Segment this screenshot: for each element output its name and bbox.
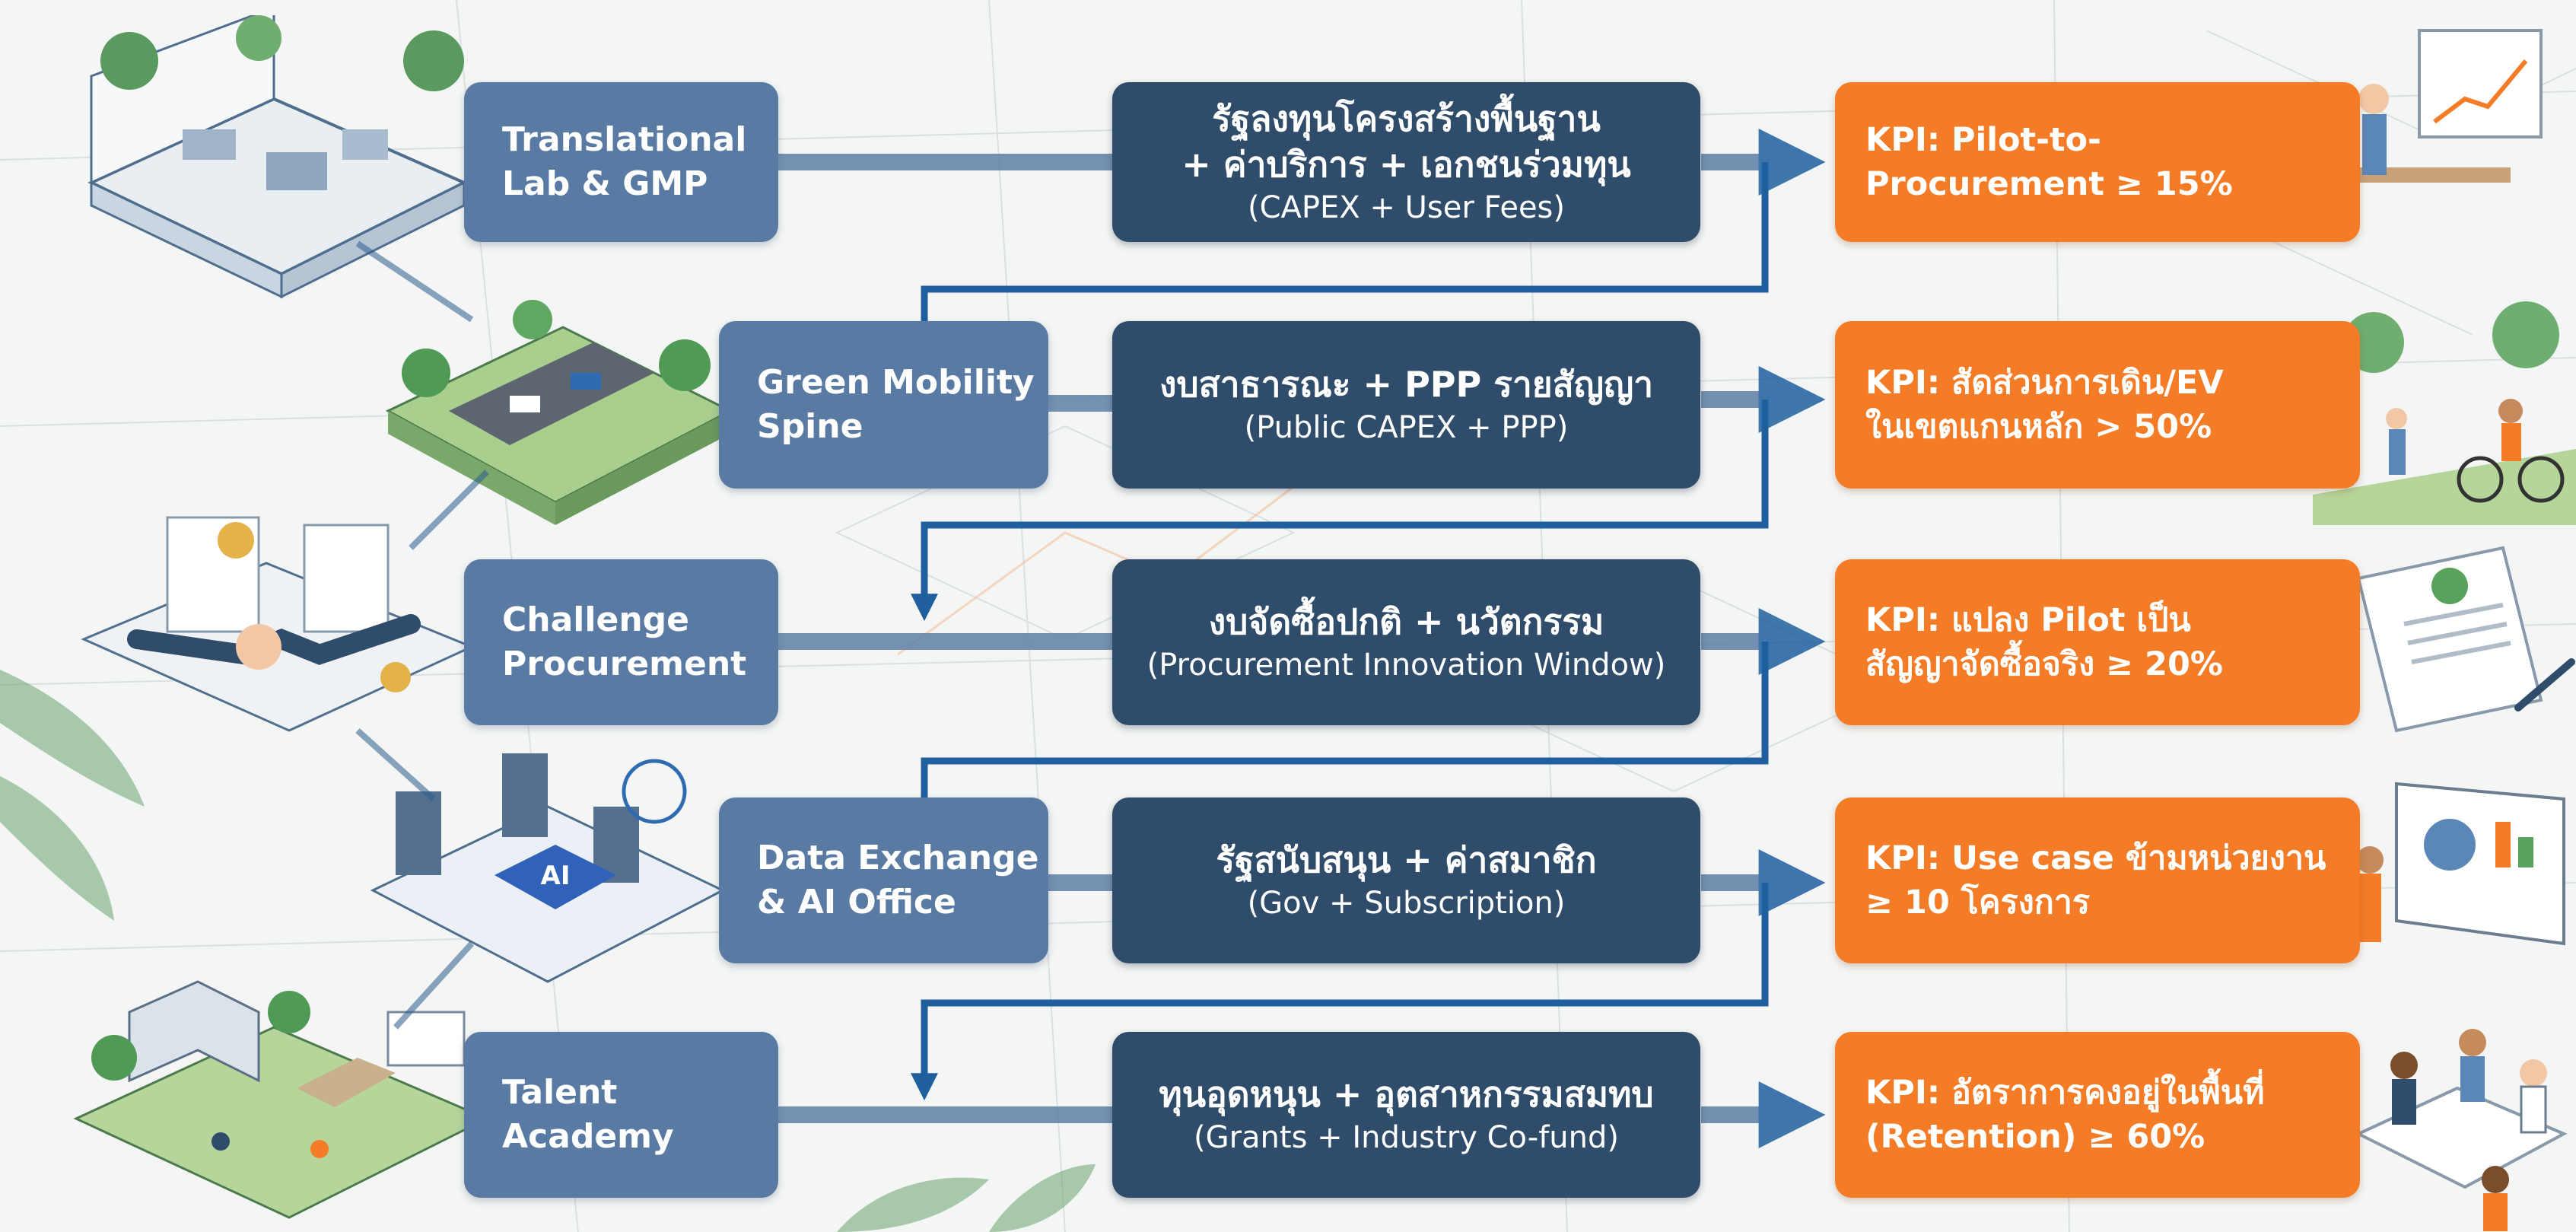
funding-english: (CAPEX + User Fees) <box>1247 190 1565 225</box>
kpi-box-pilot-conversion: KPI: แปลง Pilot เป็น สัญญาจัดซื้อจริง ≥ … <box>1835 559 2360 725</box>
funding-box-talent-academy: ทุนอุดหนุน + อุตสาหกรรมสมทบ (Grants + In… <box>1112 1032 1700 1198</box>
kpi-line-2: ในเขตแกนหลัก > 50% <box>1865 408 2212 446</box>
initiative-box-translational-lab: Translational Lab & GMP <box>464 82 778 242</box>
initiative-line-2: & AI Office <box>757 883 956 922</box>
green-mobility-illustration <box>385 300 733 525</box>
kpi-line-1: KPI: สัดส่วนการเดิน/EV <box>1865 364 2224 402</box>
kpi-line-2: (Retention) ≥ 60% <box>1865 1118 2206 1156</box>
kpi-box-retention: KPI: อัตราการคงอยู่ในพื้นที่ (Retention)… <box>1835 1032 2360 1198</box>
kpi-line-1: KPI: Use case ข้ามหน่วยงาน <box>1865 839 2326 877</box>
funding-thai-line-1: รัฐลงทุนโครงสร้างพื้นฐาน <box>1212 98 1601 139</box>
talent-academy-illustration <box>73 980 490 1219</box>
dashboard-illustration <box>2356 782 2565 946</box>
initiative-line-1: Talent <box>502 1073 618 1112</box>
contract-illustration <box>2356 546 2575 733</box>
kpi-box-pilot-to-procurement: KPI: Pilot-to- Procurement ≥ 15% <box>1835 82 2360 242</box>
funding-english: (Grants + Industry Co-fund) <box>1194 1120 1619 1155</box>
funding-box-data-exchange-ai: รัฐสนับสนุน + ค่าสมาชิก (Gov + Subscript… <box>1112 797 1700 963</box>
initiative-line-1: Green Mobility <box>757 363 1035 402</box>
funding-english: (Gov + Subscription) <box>1247 886 1566 921</box>
data-ai-illustration: AI <box>370 753 726 983</box>
funding-thai: ทุนอุดหนุน + อุตสาหกรรมสมทบ <box>1159 1074 1654 1115</box>
kpi-line-1: KPI: อัตราการคงอยู่ในพื้นที่ <box>1865 1074 2265 1112</box>
initiative-line-2: Academy <box>502 1117 674 1156</box>
funding-thai: รัฐสนับสนุน + ค่าสมาชิก <box>1216 839 1597 880</box>
cyclists-illustration <box>2313 301 2576 525</box>
initiative-line-2: Procurement <box>502 645 747 683</box>
funding-box-challenge-procurement: งบจัดซื้อปกติ + นวัตกรรม (Procurement In… <box>1112 559 1700 725</box>
initiative-line-1: Translational <box>502 120 747 159</box>
kpi-line-2: Procurement ≥ 15% <box>1865 165 2233 203</box>
kpi-line-2: ≥ 10 โครงการ <box>1865 883 2091 922</box>
initiative-box-green-mobility: Green Mobility Spine <box>719 321 1048 489</box>
kpi-box-walk-ev-share: KPI: สัดส่วนการเดิน/EV ในเขตแกนหลัก > 50… <box>1835 321 2360 489</box>
initiative-line-1: Data Exchange <box>757 839 1039 877</box>
funding-english: (Procurement Innovation Window) <box>1146 648 1666 683</box>
lab-gmp-illustration <box>87 15 468 299</box>
initiative-box-data-exchange-ai: Data Exchange & AI Office <box>719 797 1048 963</box>
meeting-illustration <box>2355 1029 2568 1231</box>
kpi-box-cross-agency-use-cases: KPI: Use case ข้ามหน่วยงาน ≥ 10 โครงการ <box>1835 797 2360 963</box>
initiative-line-2: Lab & GMP <box>502 164 708 203</box>
challenge-procurement-illustration <box>81 516 475 732</box>
initiative-box-talent-academy: Talent Academy <box>464 1032 778 1198</box>
funding-box-green-mobility: งบสาธารณะ + PPP รายสัญญา (Public CAPEX +… <box>1112 321 1700 489</box>
funding-english: (Public CAPEX + PPP) <box>1244 410 1569 445</box>
funding-thai: งบสาธารณะ + PPP รายสัญญา <box>1159 364 1654 405</box>
initiative-line-2: Spine <box>757 407 863 446</box>
initiative-box-challenge-procurement: Challenge Procurement <box>464 559 778 725</box>
kpi-line-1: KPI: Pilot-to- <box>1865 121 2101 159</box>
funding-thai: งบจัดซื้อปกติ + นวัตกรรม <box>1208 601 1604 642</box>
funding-box-translational-lab: รัฐลงทุนโครงสร้างพื้นฐาน + ค่าบริการ + เ… <box>1112 82 1700 242</box>
kpi-line-1: KPI: แปลง Pilot เป็น <box>1865 601 2191 639</box>
kpi-line-2: สัญญาจัดซื้อจริง ≥ 20% <box>1865 645 2223 683</box>
funding-thai-line-2: + ค่าบริการ + เอกชนร่วมทุน <box>1181 144 1631 185</box>
ai-chip-label: AI <box>541 861 571 891</box>
initiative-line-1: Challenge <box>502 600 689 639</box>
